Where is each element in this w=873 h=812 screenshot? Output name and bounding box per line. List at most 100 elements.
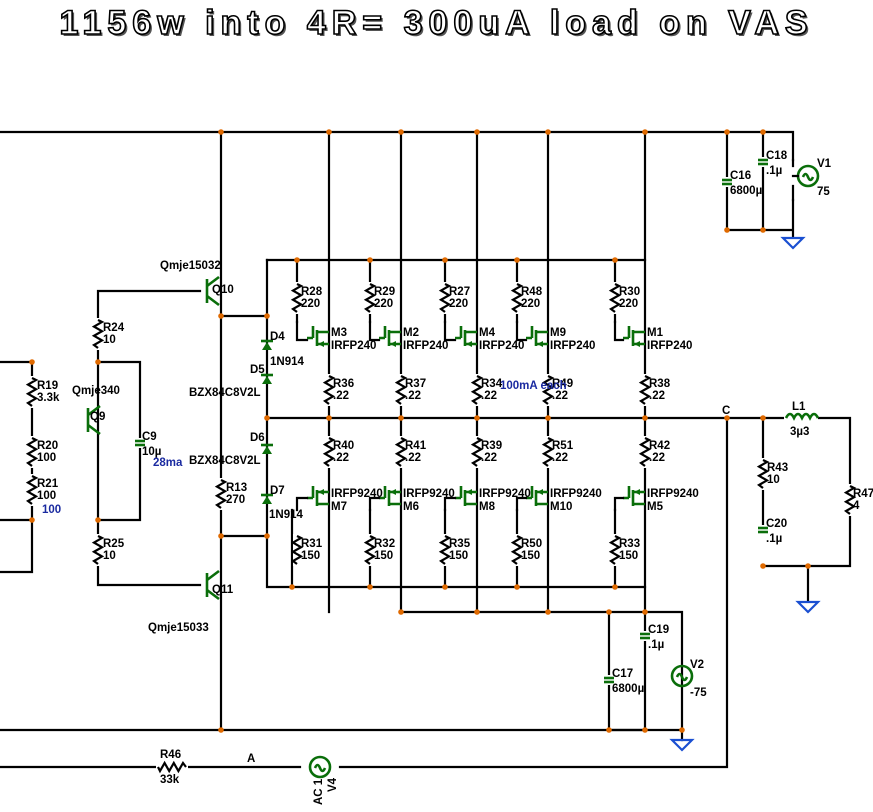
resistor-value: 100 bbox=[37, 452, 56, 464]
junction-node bbox=[606, 609, 612, 615]
capacitor-c20 bbox=[757, 525, 769, 535]
resistor-r33 bbox=[608, 534, 622, 566]
resistor-value: 10 bbox=[103, 550, 116, 562]
mosfet-name: M2 bbox=[403, 327, 419, 339]
resistor-value: 220 bbox=[619, 298, 638, 310]
pmos-m7 bbox=[307, 486, 329, 506]
capacitor-c18 bbox=[757, 157, 769, 167]
junction-node bbox=[642, 609, 648, 615]
junction-node bbox=[264, 313, 270, 319]
transistor-name: Q9 bbox=[90, 411, 105, 423]
junction-node bbox=[218, 313, 224, 319]
junction-node bbox=[724, 415, 730, 421]
inductor-value: 3µ3 bbox=[790, 426, 809, 438]
junction-node bbox=[760, 129, 766, 135]
resistor-value: 220 bbox=[301, 298, 320, 310]
resistor-value: 4 bbox=[853, 500, 860, 512]
resistor-r31 bbox=[290, 534, 304, 566]
components bbox=[25, 129, 857, 779]
junction-node bbox=[642, 129, 648, 135]
junction-node bbox=[95, 517, 101, 523]
nmos-m9 bbox=[526, 326, 548, 347]
junction-node bbox=[642, 727, 648, 733]
transistor-name: Q10 bbox=[212, 284, 234, 296]
resistor-name: R32 bbox=[374, 538, 395, 550]
resistor-value: .22 bbox=[405, 390, 421, 402]
inductor-name: L1 bbox=[792, 401, 806, 413]
mosfet-part: IRFP240 bbox=[647, 340, 692, 352]
resistor-name: R46 bbox=[160, 749, 181, 761]
diode-d7 bbox=[261, 493, 273, 504]
capacitor-value: 6800µ bbox=[730, 185, 762, 197]
diode-name: D7 bbox=[270, 485, 285, 497]
resistor-r30 bbox=[608, 282, 622, 314]
junction-node bbox=[367, 257, 373, 263]
resistor-value: 150 bbox=[521, 550, 540, 562]
capacitor-name: C18 bbox=[766, 150, 788, 162]
resistor-value: 100 bbox=[37, 490, 56, 502]
junction-node bbox=[514, 584, 520, 590]
resistor-name: R41 bbox=[405, 440, 427, 452]
voltage-source-v1 bbox=[796, 164, 820, 188]
nmos-m2 bbox=[379, 326, 401, 347]
mosfet-part: IRFP9240 bbox=[647, 488, 699, 500]
resistor-value: .22 bbox=[552, 452, 568, 464]
resistor-name: R50 bbox=[521, 538, 542, 550]
ground-symbol bbox=[669, 738, 695, 752]
capacitor-name: C17 bbox=[612, 668, 633, 680]
resistor-value: 270 bbox=[226, 494, 245, 506]
resistor-r51 bbox=[541, 436, 555, 468]
net-label-c: C bbox=[722, 405, 730, 417]
junction-node bbox=[642, 415, 648, 421]
resistor-r32 bbox=[363, 534, 377, 566]
capacitor-name: C16 bbox=[730, 170, 751, 182]
mosfet-part: IRFP9240 bbox=[550, 488, 602, 500]
mosfet-name: M7 bbox=[331, 501, 347, 513]
resistor-name: R39 bbox=[481, 440, 502, 452]
resistor-name: R40 bbox=[333, 440, 354, 452]
capacitor-value: .1µ bbox=[648, 639, 664, 651]
resistor-name: R29 bbox=[374, 286, 395, 298]
net-label-a: A bbox=[247, 753, 255, 765]
junction-node bbox=[326, 415, 332, 421]
resistor-r46 bbox=[156, 760, 188, 774]
resistor-value: 150 bbox=[301, 550, 320, 562]
resistor-name: R24 bbox=[103, 322, 125, 334]
resistor-value: 150 bbox=[449, 550, 468, 562]
mosfet-name: M5 bbox=[647, 501, 664, 513]
resistor-r20 bbox=[25, 436, 39, 468]
mosfet-name: M3 bbox=[331, 327, 347, 339]
ground-symbol bbox=[780, 236, 806, 250]
diode-part: 1N914 bbox=[269, 509, 303, 521]
source-value: -75 bbox=[690, 687, 707, 699]
transistor-name: Q11 bbox=[212, 584, 234, 596]
capacitor-value: 6800µ bbox=[612, 683, 644, 695]
junction-node bbox=[367, 584, 373, 590]
mosfet-name: M10 bbox=[550, 501, 572, 513]
resistor-r38 bbox=[638, 374, 652, 406]
bias-current-note: 100mA each bbox=[500, 380, 567, 392]
junction-node bbox=[612, 257, 618, 263]
transistor-part: Qmje15033 bbox=[148, 622, 209, 634]
resistor-r25 bbox=[91, 534, 105, 566]
resistor-r21 bbox=[25, 474, 39, 506]
junction-node bbox=[760, 563, 766, 569]
resistor-r24 bbox=[91, 318, 105, 350]
labels: Q10Qmje15032Q9Qmje340Q11Qmje15033R2410R1… bbox=[37, 150, 873, 805]
resistor-value: 10 bbox=[767, 474, 780, 486]
resistor-r34 bbox=[470, 374, 484, 406]
junction-node bbox=[724, 129, 730, 135]
junction-node bbox=[474, 609, 480, 615]
resistor-name: R21 bbox=[37, 478, 59, 490]
pmos-m5 bbox=[623, 486, 645, 506]
schematic-title: 1156w into 4R= 300uA load on VAS bbox=[59, 3, 814, 43]
resistor-name: R36 bbox=[333, 378, 354, 390]
transistor-part: Qmje15032 bbox=[160, 260, 221, 272]
resistor-name: R38 bbox=[649, 378, 671, 390]
diode-part: 1N914 bbox=[270, 356, 304, 368]
resistor-name: R34 bbox=[481, 378, 503, 390]
resistor-name: R33 bbox=[619, 538, 640, 550]
junction-node bbox=[805, 563, 811, 569]
source-value: AC 1 bbox=[313, 778, 325, 805]
